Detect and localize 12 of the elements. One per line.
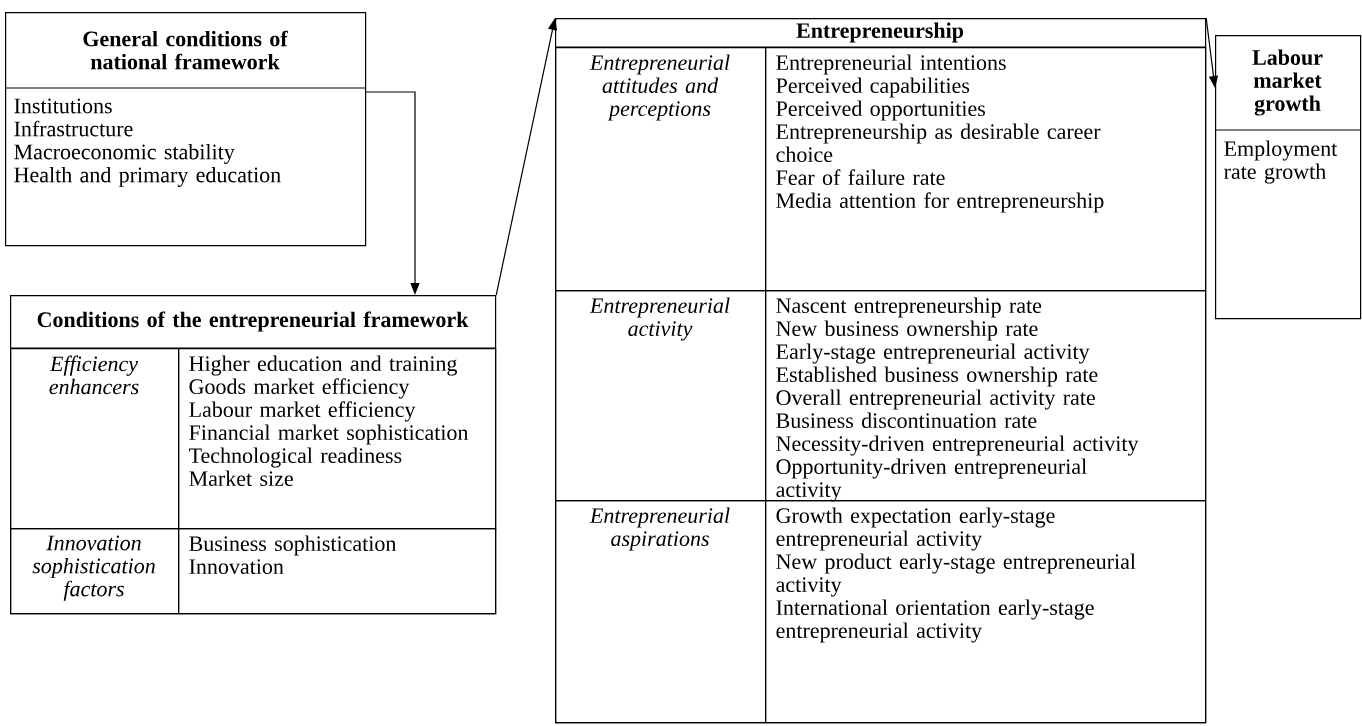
framework-box: General conditions of national framework Institutions Infrastructure Macroeconomic stability Health and primary education xyxy=(4,12,367,247)
indicator-cell: Entrepreneurial intentions Perceived capabilities Perceived opportunities Entrepreneurship as desirable career choice Fear of failure rate Media attention for entrepreneurship xyxy=(765,47,1207,292)
indicator-cell: Growth expectation early-stage entrepreneurial activity New product early-stage entrepreneurial activity International orientation early-stage entrepreneurial activity xyxy=(765,500,1207,724)
framework-box: Labour market growth Employment rate growth xyxy=(1214,35,1362,320)
category-cell: Entrepreneurial aspirations xyxy=(555,500,767,724)
indicator-cell: Nascent entrepreneurship rate New business ownership rate Early-stage entrepreneurial activity Established business ownership rate Overall entrepreneurial activity rate Business discontinuation rate Necessity-driven entrepreneurial activity Opportunity-driven entrepreneurial activity xyxy=(765,290,1207,502)
indicator-cell: Higher education and training Goods market efficiency Labour market efficiency Financial market sophistication Technological readiness Market size xyxy=(178,348,497,530)
indicator-cell: Business sophistication Innovation xyxy=(178,528,497,615)
category-cell: Efficiency enhancers xyxy=(10,348,180,530)
category-cell: Entrepreneurial attitudes and perceptions xyxy=(555,47,767,292)
category-cell: Entrepreneurial activity xyxy=(555,290,767,502)
category-cell: Innovation sophistication factors xyxy=(10,528,180,615)
